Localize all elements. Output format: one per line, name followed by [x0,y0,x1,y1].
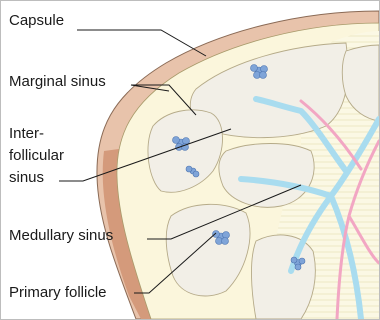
primary-follicle-label: Primary follicle [9,283,107,302]
interfollicular-label-line2: follicular [9,146,64,165]
marginal-sinus-label: Marginal sinus [9,72,106,91]
capsule-label: Capsule [9,11,64,30]
cortex-compartment-bottom [251,235,315,319]
interfollicular-label-line1: Inter- [9,124,44,143]
interfollicular-label-line3: sinus [9,168,44,187]
medullary-sinus-label: Medullary sinus [9,226,113,245]
